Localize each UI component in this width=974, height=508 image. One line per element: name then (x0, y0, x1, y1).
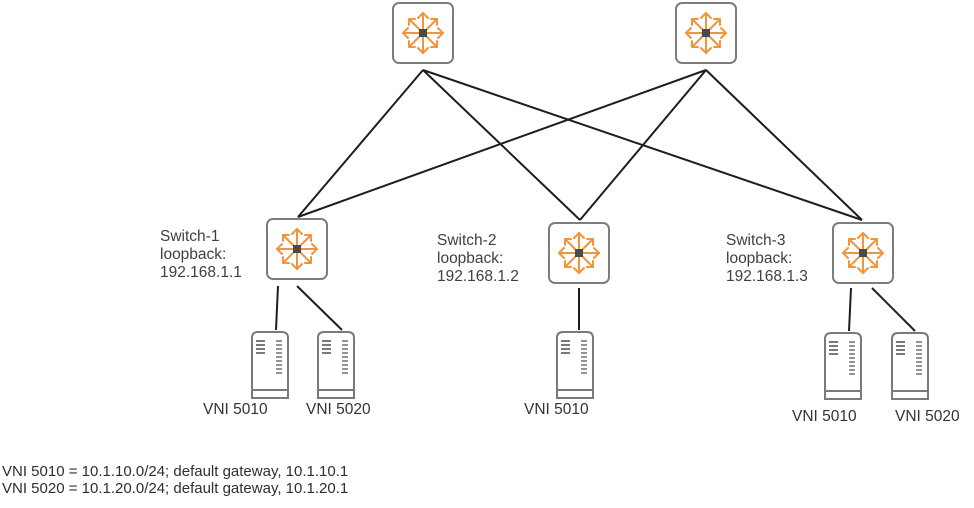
server-icon[interactable] (246, 330, 290, 400)
switch-name: Switch-3 (726, 232, 786, 249)
server-vni-label: VNI 5010 (203, 401, 268, 418)
server-vni-label: VNI 5010 (524, 401, 589, 418)
link-switch3-server2 (871, 287, 916, 332)
server-vni-label: VNI 5020 (895, 408, 960, 425)
switch-icon (685, 12, 727, 54)
switch-icon (276, 228, 318, 270)
spine-switch-2[interactable] (675, 2, 737, 64)
switch-2-label: Switch-2 loopback: 192.168.1.2 (437, 232, 519, 286)
switch-icon (402, 12, 444, 54)
link-switch1-server1 (275, 285, 279, 331)
leaf-switch-3[interactable] (832, 222, 894, 284)
leaf-switch-1[interactable] (266, 218, 328, 280)
link-switch1-server2 (296, 285, 343, 331)
link-spine2-switch1 (297, 69, 707, 218)
switch-icon (842, 232, 884, 274)
switch-1-label: Switch-1 loopback: 192.168.1.1 (160, 228, 242, 282)
link-switch3-server1 (848, 287, 852, 332)
server-vni-label: VNI 5020 (306, 401, 371, 418)
switch-name: Switch-2 (437, 232, 497, 249)
loopback-label: loopback: (160, 246, 227, 263)
server-icon[interactable] (551, 330, 595, 400)
switch-icon (558, 232, 600, 274)
leaf-switch-2[interactable] (548, 222, 610, 284)
loopback-label: loopback: (437, 250, 504, 267)
server-icon[interactable] (886, 331, 930, 401)
link-spine2-switch3 (705, 69, 863, 221)
link-spine1-switch2 (422, 69, 581, 221)
loopback-ip: 192.168.1.2 (437, 268, 519, 285)
loopback-ip: 192.168.1.3 (726, 268, 808, 285)
loopback-ip: 192.168.1.1 (160, 264, 242, 281)
legend-line-vni-5010: VNI 5010 = 10.1.10.0/24; default gateway… (2, 463, 349, 480)
vni-legend: VNI 5010 = 10.1.10.0/24; default gateway… (2, 463, 348, 497)
switch-3-label: Switch-3 loopback: 192.168.1.3 (726, 232, 808, 286)
legend-line-vni-5020: VNI 5020 = 10.1.20.0/24; default gateway… (2, 480, 349, 497)
switch-name: Switch-1 (160, 228, 220, 245)
loopback-label: loopback: (726, 250, 793, 267)
link-spine2-switch2 (579, 69, 707, 221)
server-vni-label: VNI 5010 (792, 408, 857, 425)
server-icon[interactable] (819, 331, 863, 401)
spine-switch-1[interactable] (392, 2, 454, 64)
link-spine1-switch1 (297, 69, 424, 218)
server-icon[interactable] (312, 330, 356, 400)
